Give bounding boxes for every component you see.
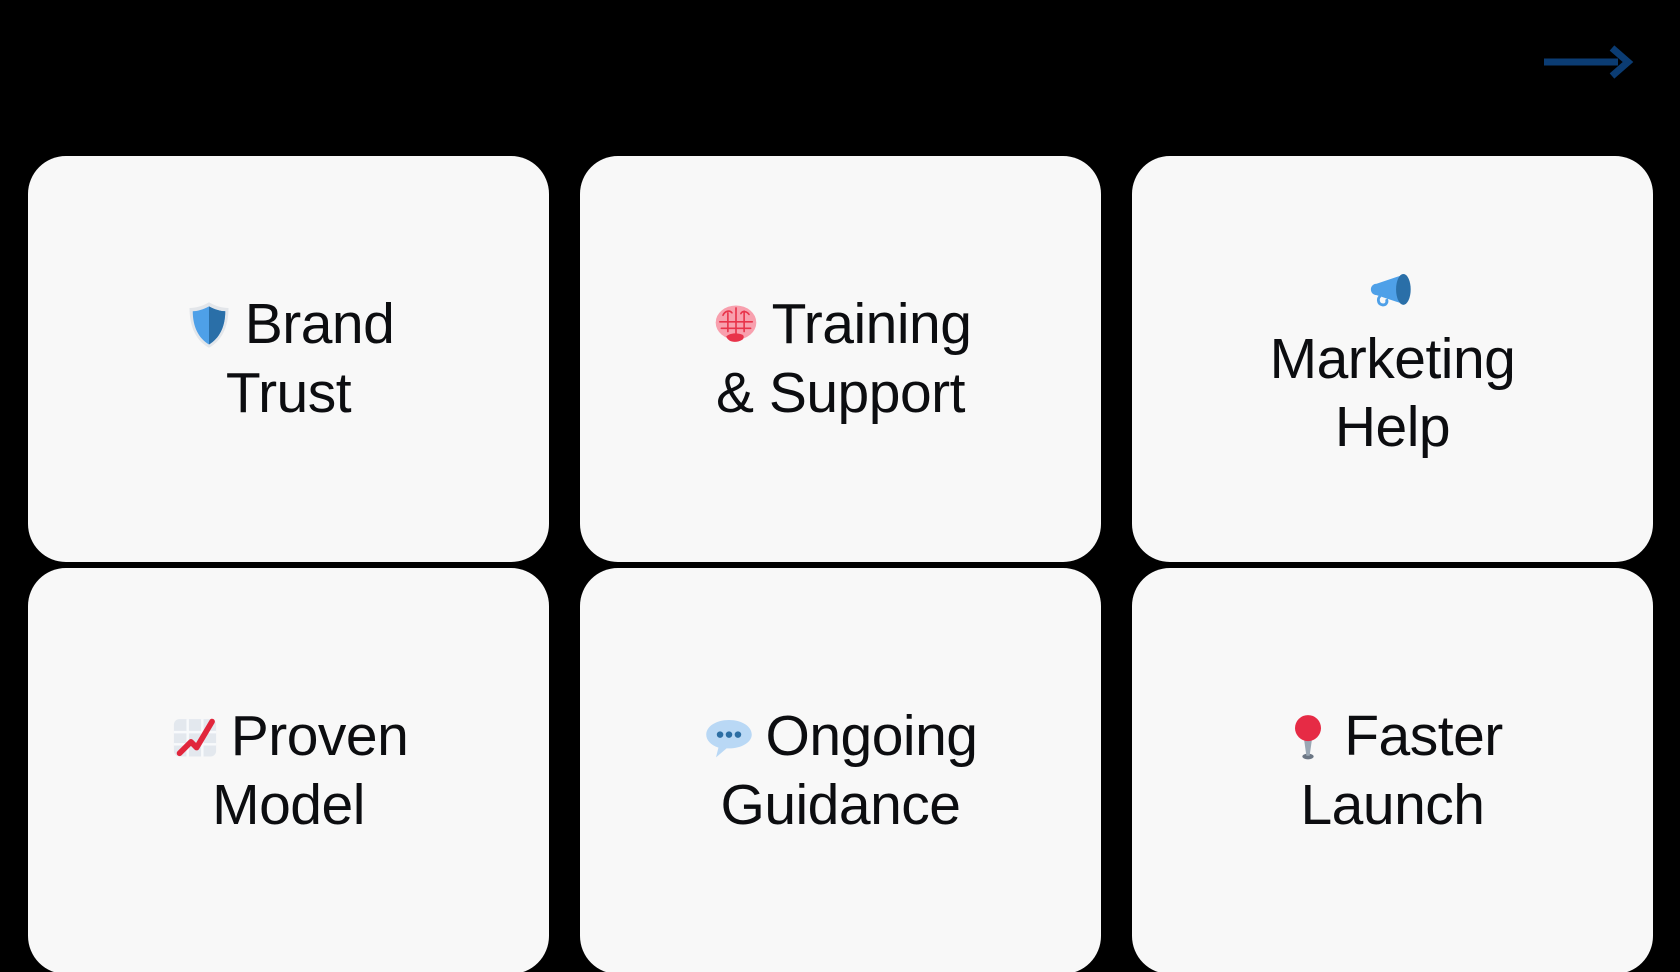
benefit-line-2: Help [1334,395,1451,460]
benefit-line-2: Guidance [720,773,961,837]
benefit-line-1: Brand [244,292,395,357]
benefit-line-1: Training [771,292,972,357]
benefit-line-1: Proven [230,704,409,769]
benefit-line-2: Launch [1300,773,1485,837]
benefit-card-label: Training& Support [710,290,972,428]
benefit-line-2: Model [212,773,365,837]
speech-balloon-icon [706,719,753,758]
benefit-line-1: Faster [1344,704,1503,769]
benefit-line-1: Marketing [1269,326,1516,391]
benefit-line-2: & Support [715,361,966,425]
arrow-right-icon[interactable] [1540,40,1636,84]
benefit-line-2: Trust [225,361,352,425]
benefit-card-training-support[interactable]: Training& Support [580,156,1101,562]
chart-increasing-icon [173,718,216,757]
pushpin-icon [1295,715,1322,760]
brain-icon [715,305,756,342]
shield-icon [189,302,229,348]
header-area [0,0,1680,140]
megaphone-icon [1371,273,1412,306]
benefit-line-1: Ongoing [765,704,978,769]
